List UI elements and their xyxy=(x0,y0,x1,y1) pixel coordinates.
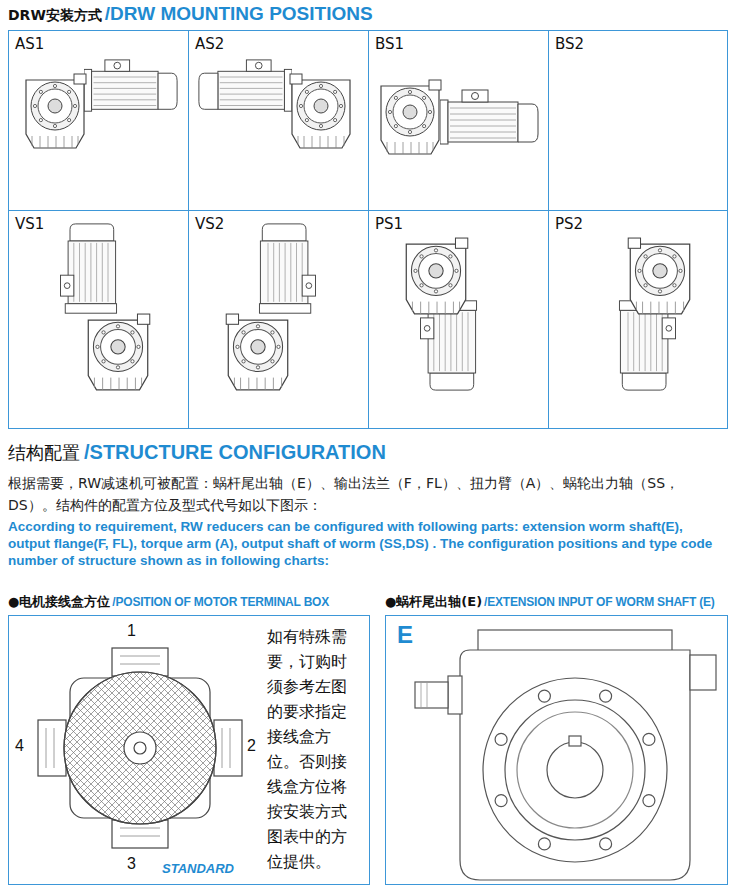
worm-shaft-figure-part xyxy=(483,678,667,862)
section-title-en: /DRW MOUNTING POSITIONS xyxy=(105,3,373,25)
paragraph-en: According to requirement, RW reducers ca… xyxy=(8,518,727,569)
gearbox xyxy=(226,314,288,390)
vs2-figure xyxy=(226,224,315,390)
gearbox xyxy=(628,238,690,314)
as1-figure xyxy=(26,60,177,148)
panel-heading-en: /EXTENSION INPUT OF WORM SHAFT (E) xyxy=(484,595,715,609)
detail-panel: ●电机接线盒方位/POSITION OF MOTOR TERMINAL BOX 如… xyxy=(8,591,370,885)
worm-shaft-figure-part xyxy=(460,650,690,880)
worm-shaft-figure-part xyxy=(448,676,462,714)
detail-panel: ●蜗杆尾出轴(E)/EXTENSION INPUT OF WORM SHAFT … xyxy=(385,591,728,885)
gearbox xyxy=(88,314,149,390)
gearbox xyxy=(381,80,441,154)
worm-shaft-figure-part-part xyxy=(600,690,612,702)
paragraph-cn: 根据需要，RW减速机可被配置：蜗杆尾出轴（E）、输出法兰（F，FL）、扭力臂（A… xyxy=(8,472,725,516)
worm-shaft-figure-part xyxy=(517,712,633,828)
mounting-cell: AS2 xyxy=(188,30,369,211)
heading-row: 结构配置/STRUCTURE CONFIGURATION xyxy=(8,441,386,465)
gearbox xyxy=(406,238,468,314)
worm-shaft-figure-part xyxy=(569,736,581,746)
panel-heading-en: /POSITION OF MOTOR TERMINAL BOX xyxy=(112,595,329,609)
mounting-cell: VS1 xyxy=(8,210,189,429)
worm-shaft-figure-part xyxy=(495,690,655,850)
mounting-cell: PS2 xyxy=(548,210,728,429)
worm-shaft-figure-part-part xyxy=(600,838,612,850)
note-text: 如有特殊需要，订购时须参考左图的要求指定接线盒方位。否则接线盒方位将按安装方式图… xyxy=(267,624,349,874)
position-code: PS1 xyxy=(375,215,403,233)
worm-shaft-figure-part-part xyxy=(538,838,550,850)
worm-shaft-figure xyxy=(415,630,716,880)
terminal-box-figure-part xyxy=(214,720,242,776)
terminal-box-figure-part xyxy=(124,732,156,764)
heading-row: ●电机接线盒方位/POSITION OF MOTOR TERMINAL BOX xyxy=(8,593,329,611)
option-code: E xyxy=(397,621,413,649)
worm-shaft-figure-part-part xyxy=(495,795,507,807)
mounting-cell: PS1 xyxy=(368,210,549,429)
worm-shaft-figure-part-part xyxy=(643,733,655,745)
terminal-box-figure-part xyxy=(134,742,146,754)
mounting-cell: VS2 xyxy=(188,210,369,429)
terminal-box-figure-part xyxy=(38,720,66,776)
ps1-figure xyxy=(406,238,476,390)
section-title-en: /STRUCTURE CONFIGURATION xyxy=(84,441,386,464)
motor xyxy=(199,60,292,111)
panel-frame xyxy=(385,615,728,885)
mounting-cell: BS1 xyxy=(368,30,549,211)
vs1-figure xyxy=(61,224,150,390)
motor xyxy=(84,60,177,111)
terminal-box-figure xyxy=(38,648,242,848)
callout-number: 2 xyxy=(247,737,256,755)
heading-row: DRW安装方式/DRW MOUNTING POSITIONS xyxy=(8,3,373,25)
callout-number: 1 xyxy=(127,622,136,640)
motor xyxy=(259,224,315,313)
gearbox xyxy=(26,74,86,148)
ps2-figure xyxy=(619,238,689,390)
worm-shaft-figure-part-part xyxy=(495,733,507,745)
mounting-cell: AS1 xyxy=(8,30,189,211)
terminal-box-figure-part xyxy=(64,672,216,824)
position-code: PS2 xyxy=(555,215,583,233)
worm-shaft-figure-part-part xyxy=(538,690,550,702)
callout-number: 3 xyxy=(127,855,136,873)
worm-shaft-figure-part xyxy=(505,700,645,840)
gearbox xyxy=(290,74,350,148)
position-code: VS1 xyxy=(15,215,44,233)
standard-tag: STANDARD xyxy=(162,861,234,876)
panel-heading-cn: ●电机接线盒方位 xyxy=(8,593,110,611)
position-code: AS2 xyxy=(195,35,224,53)
bs1-figure xyxy=(381,80,538,154)
position-code: BS2 xyxy=(555,35,584,53)
worm-shaft-figure-part xyxy=(690,655,716,690)
worm-shaft-figure-part-part xyxy=(643,795,655,807)
terminal-box-figure-part xyxy=(64,672,216,824)
panel-heading-cn: ●蜗杆尾出轴(E) xyxy=(385,593,482,611)
worm-shaft-figure-part xyxy=(421,682,427,708)
position-code: AS1 xyxy=(15,35,44,53)
terminal-box-figure-part xyxy=(46,656,230,836)
worm-shaft-figure-part xyxy=(415,682,448,708)
position-code: VS2 xyxy=(195,215,224,233)
callout-number: 4 xyxy=(15,737,24,755)
mounting-cell: BS2 xyxy=(548,30,728,211)
worm-shaft-figure-part xyxy=(547,742,603,798)
section-title-cn: 结构配置 xyxy=(8,441,80,465)
worm-shaft-figure-part xyxy=(478,630,672,652)
position-code: BS1 xyxy=(375,35,404,53)
section-title-cn: DRW安装方式 xyxy=(8,7,102,25)
motor xyxy=(440,90,538,144)
heading-row: ●蜗杆尾出轴(E)/EXTENSION INPUT OF WORM SHAFT … xyxy=(385,593,715,611)
motor xyxy=(61,224,117,313)
as2-figure xyxy=(199,60,350,148)
